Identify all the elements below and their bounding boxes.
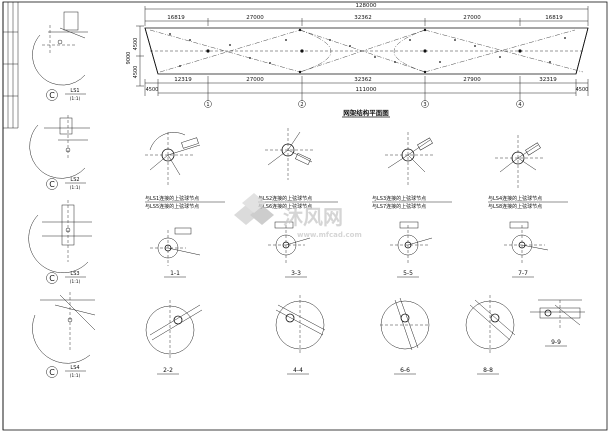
section-5-5: 5-5 <box>390 221 433 278</box>
section-7-7: 7-7 <box>504 221 549 278</box>
node-caption: 与LS5连接的上弦球节点 <box>145 203 199 210</box>
plan-bottom-dim: 27000 <box>246 77 264 83</box>
section-label: 2-2 <box>163 367 173 374</box>
detail-scale: (1:1) <box>70 279 81 285</box>
plan-left-dim: 9000 <box>126 52 132 65</box>
axis-bubble: 3 <box>421 100 429 108</box>
section-label: 3-3 <box>291 270 301 277</box>
node-caption: 与LS1连接的上弦球节点 <box>145 195 199 202</box>
plan-top-dim: 27000 <box>246 15 264 21</box>
node-detail-1: 与LS1连接的上弦球节点 与LS5连接的上弦球节点 <box>145 132 225 210</box>
detail-scale: (1:1) <box>70 96 81 102</box>
detail-letter: C <box>49 368 55 377</box>
section-label: 8-8 <box>483 367 493 374</box>
section-label: 5-5 <box>403 270 413 277</box>
detail-code: LS4 <box>70 365 79 371</box>
plan-bottom-dim: 4500 <box>146 87 159 93</box>
detail-letter: C <box>49 274 55 283</box>
section-8-8: 8-8 <box>465 295 516 375</box>
plan-bottom-dim: 32362 <box>354 77 372 83</box>
plan-title: 网架结构平面图 <box>343 108 389 117</box>
svg-text:1: 1 <box>206 102 209 108</box>
axis-bubble: 2 <box>298 100 306 108</box>
detail-ls1: C LS1 (1:1) <box>32 11 88 102</box>
plan-bottom-dim: 32319 <box>539 77 557 83</box>
section-label: 1-1 <box>170 270 180 277</box>
plan-left-dim: 4500 <box>133 66 139 79</box>
detail-letter: C <box>49 180 55 189</box>
plan-bottom-dim: 4500 <box>576 87 589 93</box>
node-caption: 与LS4连接的上弦球节点 <box>488 195 542 202</box>
detail-ls3: C LS3 (1:1) <box>28 200 92 285</box>
detail-ls2: C LS2 (1:1) <box>29 115 90 191</box>
plan-top-dim: 16819 <box>167 15 185 21</box>
section-label: 4-4 <box>293 367 303 374</box>
plan-bottom-dim: 12319 <box>174 77 192 83</box>
watermark: 沐风网 www.mfcad.com <box>234 193 362 239</box>
left-title-strip <box>2 2 19 430</box>
plan-bottom-dim: 111000 <box>356 87 377 93</box>
node-caption: 与LS2连接的上弦球节点 <box>258 195 312 202</box>
node-detail-2: 与LS2连接的上弦球节点 与LS6连接的上弦球节点 <box>258 128 338 210</box>
section-2-2: 2-2 <box>145 300 203 375</box>
detail-scale: (1:1) <box>70 185 81 191</box>
section-3-3: 3-3 <box>268 221 311 278</box>
plan-top-dim: 27000 <box>463 15 481 21</box>
section-label: 9-9 <box>551 339 561 346</box>
plan-bottom-dim: 27900 <box>463 77 481 83</box>
plan-left-dim: 4500 <box>133 38 139 51</box>
axis-bubble: 4 <box>516 100 524 108</box>
detail-code: LS1 <box>70 88 79 94</box>
detail-code: LS2 <box>70 177 79 183</box>
watermark-main: 沐风网 <box>283 205 343 229</box>
detail-ls4: C LS4 (1:1) <box>32 292 96 379</box>
svg-text:4: 4 <box>518 102 521 108</box>
node-caption: 与LS8连接的上弦球节点 <box>488 203 542 210</box>
plan-top-dim: 32362 <box>354 15 372 21</box>
node-detail-3: 与LS3连接的上弦球节点 与LS7连接的上弦球节点 <box>372 132 452 210</box>
node-caption: 与LS3连接的上弦球节点 <box>372 195 426 202</box>
ball-nodes <box>169 28 566 74</box>
section-9-9: 9-9 <box>530 299 585 347</box>
section-6-6: 6-6 <box>380 297 430 375</box>
node-caption: 与LS7连接的上弦球节点 <box>372 203 426 210</box>
section-4-4: 4-4 <box>275 295 326 375</box>
svg-text:3: 3 <box>423 102 426 108</box>
plan-total-length: 128000 <box>356 3 377 9</box>
watermark-sub: www.mfcad.com <box>297 231 362 239</box>
detail-letter: C <box>49 91 55 100</box>
detail-scale: (1:1) <box>70 373 81 379</box>
section-1-1: 1-1 <box>150 227 201 278</box>
watermark-logo <box>234 193 274 225</box>
section-label: 6-6 <box>400 367 410 374</box>
truss-plan-view: 128000 16819 27000 32362 27000 16819 450… <box>126 3 589 118</box>
axis-bubble: 1 <box>204 100 212 108</box>
detail-code: LS3 <box>70 271 79 277</box>
section-label: 7-7 <box>518 270 528 277</box>
node-detail-4: 与LS4连接的上弦球节点 与LS8连接的上弦球节点 <box>488 135 568 210</box>
svg-text:2: 2 <box>300 102 303 108</box>
node-caption: 与LS6连接的上弦球节点 <box>258 203 312 210</box>
plan-top-dim: 16819 <box>545 15 563 21</box>
